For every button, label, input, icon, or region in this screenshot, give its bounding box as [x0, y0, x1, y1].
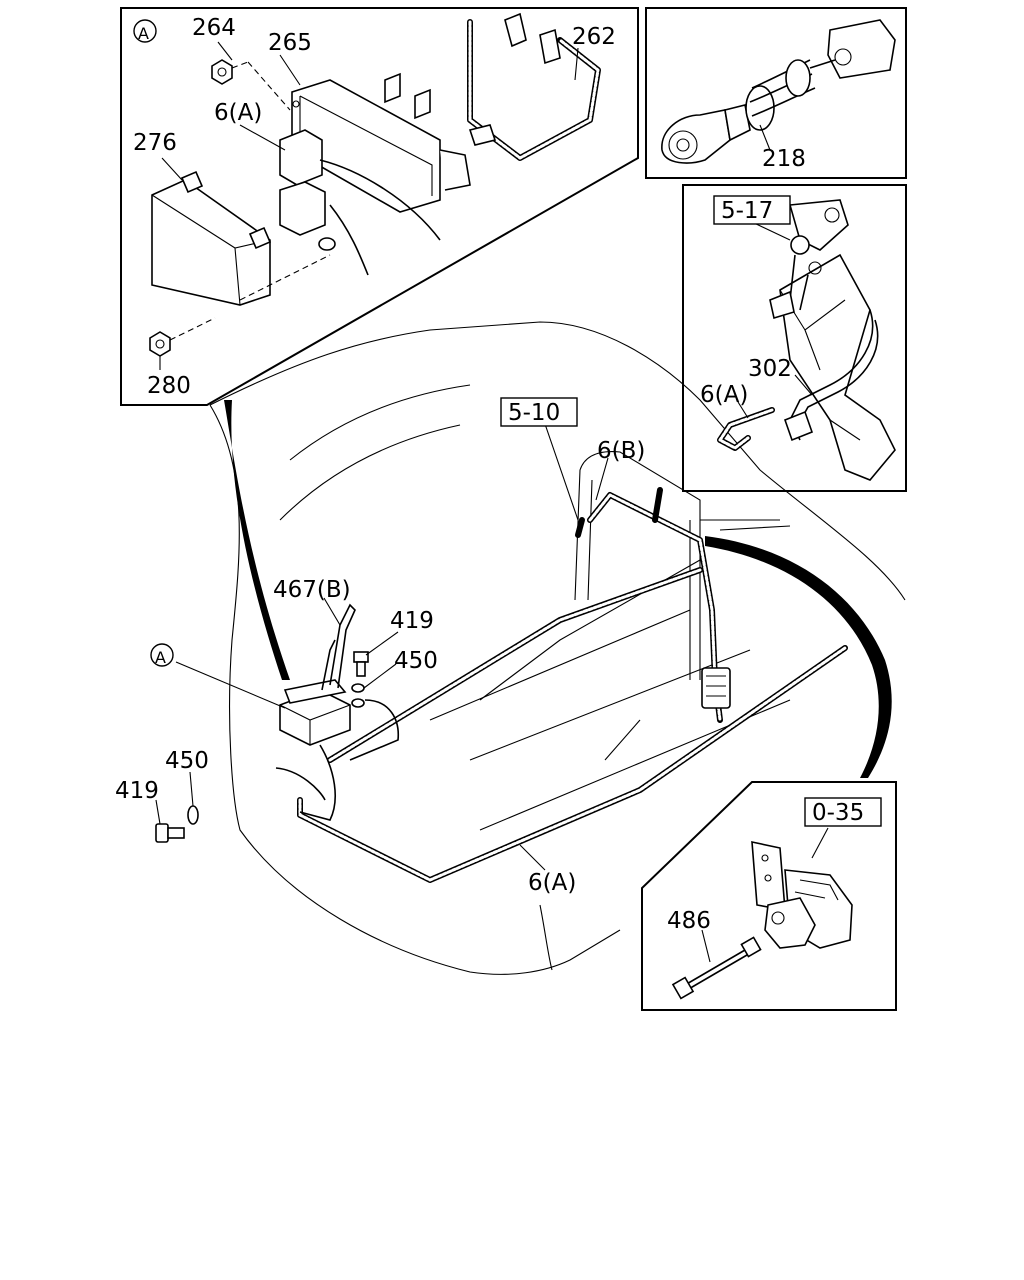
label-264: 264 — [192, 15, 236, 41]
detail-a-marker-text: A — [138, 24, 149, 43]
bracket-assembly-5-17 — [769, 199, 896, 481]
bolt-419-lower — [155, 823, 185, 843]
ref-box-5-10 — [500, 397, 578, 427]
ref-box-5-17 — [713, 195, 791, 225]
label-280: 280 — [147, 373, 191, 399]
label-486: 486 — [667, 908, 711, 934]
detail-218-panel: 218 — [645, 7, 907, 179]
ref-0-35-text: 0-35 — [812, 800, 864, 826]
label-218: 218 — [762, 146, 806, 172]
label-6a-detail-517: 6(A) — [700, 382, 748, 408]
ref-5-17-text: 5-17 — [721, 198, 773, 224]
detail-a-marker — [133, 19, 157, 43]
detail-5-17-panel: 5-17 302 6(A) — [682, 184, 907, 492]
sensor-unit-467b — [279, 603, 356, 746]
label-419-lower: 419 — [115, 778, 159, 804]
nut-280 — [149, 331, 171, 357]
harness-6a-detail — [717, 407, 775, 451]
ref-box-0-35 — [804, 797, 882, 827]
callout-marker-text: A — [155, 648, 166, 667]
label-6a-main: 6(A) — [528, 870, 576, 896]
main-wire-harness — [275, 487, 848, 883]
detail-0-35-pointer — [705, 536, 892, 778]
label-467b: 467(B) — [273, 577, 351, 603]
vehicle-body-outline — [209, 321, 906, 975]
detail-0-35-panel: 0-35 486 — [641, 536, 897, 1011]
nut-264 — [211, 59, 233, 85]
detail-a-callout-marker — [150, 643, 174, 667]
label-276: 276 — [133, 130, 177, 156]
label-450-lower: 450 — [165, 748, 209, 774]
washer-450-upper — [351, 683, 365, 708]
label-302: 302 — [748, 356, 792, 382]
cover-276 — [151, 170, 272, 306]
wire-302 — [783, 309, 879, 442]
sensor-486 — [671, 936, 762, 1000]
harness-clip-262 — [467, 12, 601, 161]
connector-218 — [661, 19, 896, 164]
bracket-0-35 — [751, 840, 853, 949]
detail-a-pointer — [224, 400, 290, 680]
ref-5-10-text: 5-10 — [508, 400, 560, 426]
detail-a-panel: A 264 265 262 6(A) 276 280 — [120, 7, 639, 680]
label-265: 265 — [268, 30, 312, 56]
relay-block-6a — [279, 129, 441, 276]
harness-connector — [701, 667, 731, 709]
washer-450-lower — [187, 805, 199, 825]
label-450-upper: 450 — [394, 648, 438, 674]
label-419-upper: 419 — [390, 608, 434, 634]
main-leader-lines — [155, 423, 609, 871]
label-6a-detail-a: 6(A) — [214, 100, 262, 126]
bolt-419-upper — [353, 651, 369, 677]
label-6b: 6(B) — [597, 438, 645, 464]
label-262: 262 — [572, 24, 616, 50]
